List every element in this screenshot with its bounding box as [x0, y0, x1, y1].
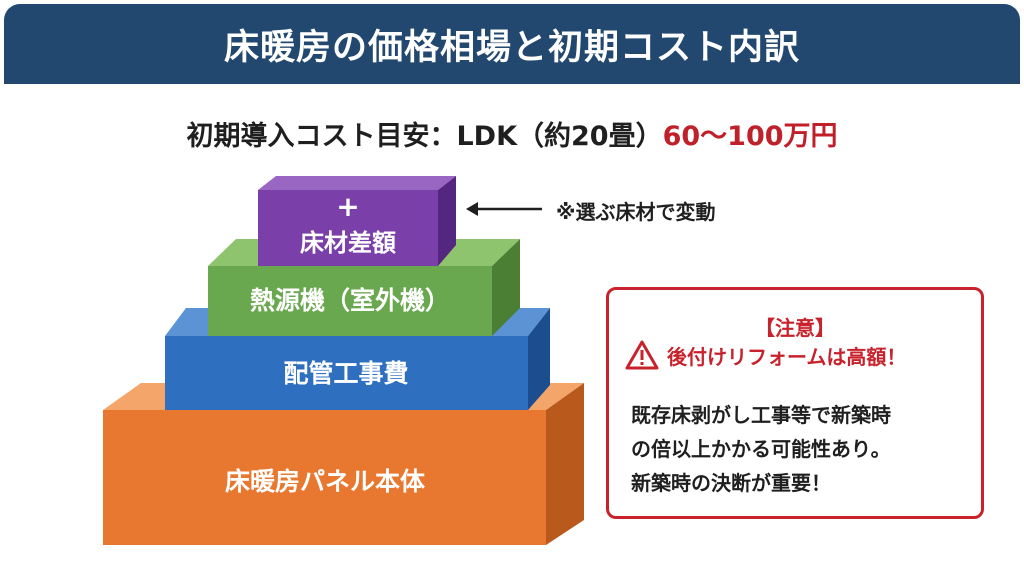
warning-headline-text: 後付けリフォームは高額！: [667, 344, 907, 369]
warning-body: 既存床剥がし工事等で新築時 の倍以上かかる可能性あり。 新築時の決断が重要！: [631, 398, 976, 500]
warning-line: 既存床剥がし工事等で新築時: [631, 403, 891, 427]
pyramid-label-piping: 配管工事費: [283, 359, 408, 388]
annotation-text: ※選ぶ床材で変動: [556, 200, 716, 224]
warning-line: 新築時の決断が重要！: [631, 471, 831, 495]
pyramid-label-flooring: 床材差額: [300, 229, 396, 257]
warning-title: 【注意】: [755, 316, 835, 340]
pyramid-level-flooring: + 床材差額: [258, 176, 456, 266]
pyramid-label-heat-source: 熱源機（室外機）: [250, 286, 450, 315]
cost-summary: 初期導入コスト目安：LDK（約20畳）60〜100万円: [0, 114, 1024, 153]
page-title: 床暖房の価格相場と初期コスト内訳: [223, 27, 800, 68]
header-bar: 床暖房の価格相場と初期コスト内訳: [4, 4, 1020, 84]
warning-line: の倍以上かかる可能性あり。: [631, 437, 891, 461]
cost-summary-range: 60〜100万円: [662, 121, 838, 152]
plus-sign: +: [336, 190, 359, 223]
warning-triangle-icon: [625, 340, 659, 370]
flooring-annotation: ※選ぶ床材で変動: [462, 194, 772, 224]
cost-summary-label: 初期導入コスト目安：LDK（約20畳）: [186, 121, 663, 152]
left-arrow-icon: [466, 202, 542, 216]
pyramid-label-panel: 床暖房パネル本体: [225, 467, 426, 496]
warning-headline: 後付けリフォームは高額！: [625, 340, 906, 370]
warning-box: 【注意】 後付けリフォームは高額！ 既存床剥がし工事等で新築時 の倍以上かかる可…: [606, 287, 984, 519]
